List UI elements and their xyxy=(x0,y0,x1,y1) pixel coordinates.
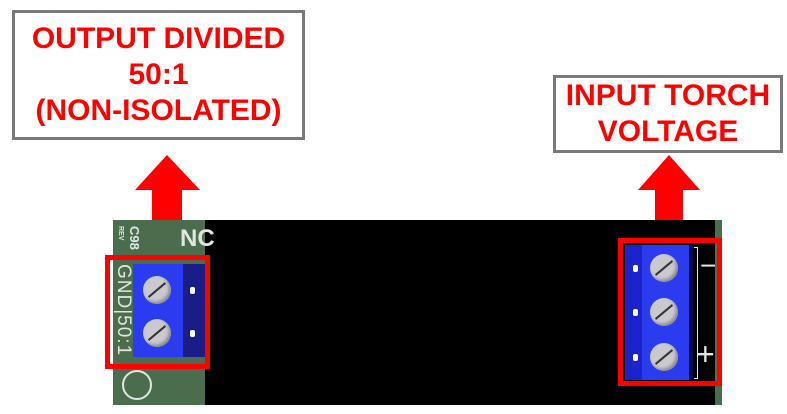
pin-hole xyxy=(190,330,195,337)
screw-icon[interactable] xyxy=(650,343,678,371)
screw-icon[interactable] xyxy=(143,276,171,304)
plus-label: + xyxy=(696,336,715,372)
pin-hole xyxy=(633,354,638,361)
minus-label: − xyxy=(700,250,717,281)
pin-hole xyxy=(633,265,638,272)
input-terminal-highlight xyxy=(618,238,722,386)
output-arrow-icon xyxy=(135,155,200,262)
input-arrow-icon xyxy=(638,155,700,240)
output-terminal-highlight xyxy=(105,255,210,369)
output-label-box: OUTPUT DIVIDED 50:1 (NON-ISOLATED) xyxy=(12,10,305,140)
input-terminal-block[interactable] xyxy=(625,245,693,380)
pin-hole xyxy=(633,309,638,316)
output-label-line: (NON-ISOLATED) xyxy=(35,94,282,127)
no-symbol-icon xyxy=(122,370,152,400)
input-label-line: INPUT TORCH xyxy=(565,79,771,112)
input-label-box: INPUT TORCH VOLTAGE xyxy=(553,75,783,153)
screw-icon[interactable] xyxy=(650,254,678,282)
pin-hole xyxy=(190,287,195,294)
screw-icon[interactable] xyxy=(143,319,171,347)
input-bracket xyxy=(694,247,698,379)
output-label-line: OUTPUT DIVIDED xyxy=(31,22,286,55)
silk-nc: NC xyxy=(180,225,215,252)
output-label-line: 50:1 xyxy=(128,58,189,91)
output-terminal-block[interactable] xyxy=(133,264,205,357)
input-label-line: VOLTAGE xyxy=(597,115,739,148)
silk-rev2: REV xyxy=(117,226,124,241)
terminal-edge xyxy=(689,245,693,380)
silk-rev: C98 xyxy=(127,226,142,250)
screw-icon[interactable] xyxy=(650,298,678,326)
terminal-back xyxy=(183,264,205,357)
